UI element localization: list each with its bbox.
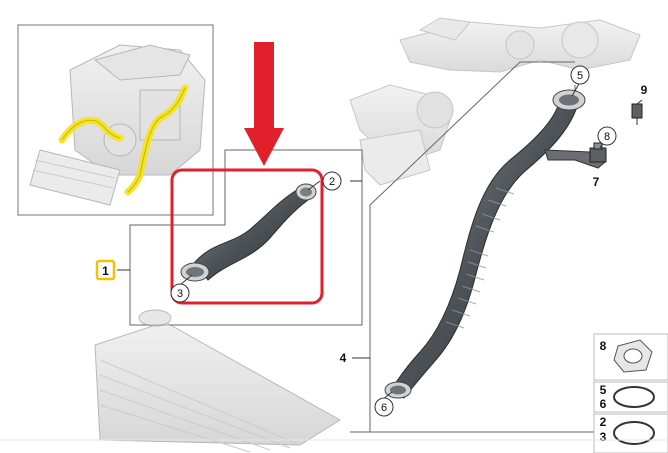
o-ring-small-icon: [613, 421, 655, 445]
callout-2: 2: [322, 171, 342, 191]
callout-6-label: 6: [381, 402, 387, 414]
legend-item-2: 2: [600, 415, 607, 429]
legend-item-6: 6: [600, 397, 607, 411]
clip-part-9: [631, 103, 643, 125]
legend-item-8: 8: [600, 339, 607, 353]
part-1-badge[interactable]: 1: [95, 259, 116, 281]
parts-legend: 8 5 6 2 3: [593, 333, 668, 453]
callout-2-label: 2: [329, 176, 335, 188]
callout-1-label: 1: [102, 264, 109, 278]
engine-overview-inset: [17, 24, 214, 216]
sensor-part-7: [589, 142, 607, 163]
callout-4-label: 4: [340, 351, 347, 365]
callout-8: 8: [597, 126, 617, 146]
legend-item-3: 3: [600, 430, 607, 444]
background-turbo-assembly: [349, 17, 641, 186]
callout-5: 5: [570, 65, 590, 85]
legend-item-5: 5: [600, 383, 607, 397]
intercooler: [94, 309, 341, 453]
callout-3-label: 3: [177, 288, 183, 300]
red-arrow-icon: [244, 42, 284, 166]
callout-8-label: 8: [604, 131, 610, 143]
callout-3: 3: [170, 283, 190, 303]
callout-9-label: 9: [641, 83, 648, 97]
callout-7-label: 7: [593, 175, 600, 189]
assembly-bracket-lines: [129, 61, 620, 433]
callout-6: 6: [374, 397, 394, 417]
highlight-box: [170, 168, 324, 305]
charge-air-hose-large: [384, 89, 606, 399]
o-ring-icon: [613, 386, 655, 408]
callout-5-label: 5: [577, 70, 583, 82]
